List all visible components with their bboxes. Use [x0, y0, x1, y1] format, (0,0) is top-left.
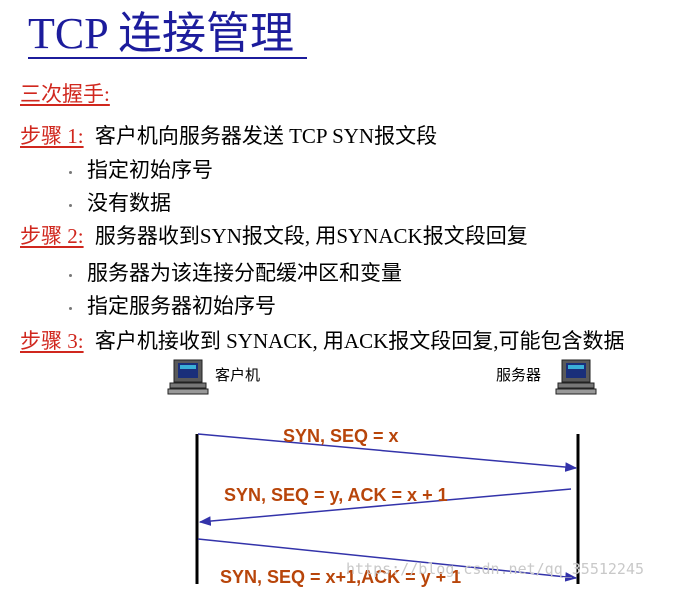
step-1-text: 客户机向服务器发送 TCP SYN报文段	[94, 124, 438, 148]
message-label-2: SYN, SEQ = y, ACK = x + 1	[224, 485, 448, 505]
step-2-bullet-1: 服务器为该连接分配缓冲区和变量	[87, 261, 402, 285]
message-label-1: SYN, SEQ = x	[283, 426, 399, 446]
watermark: https://blog.csdn.net/qq_35512245	[346, 560, 645, 578]
client-label: 客户机	[215, 367, 261, 384]
step-3-text: 客户机接收到 SYNACK, 用ACK报文段回复,可能包含数据	[94, 329, 625, 353]
server-label: 服务器	[496, 367, 542, 384]
page-title: TCP 连接管理	[28, 9, 295, 58]
message-arrow-2	[198, 488, 572, 526]
message-arrow-3	[197, 538, 578, 582]
step-1: 步骤 1: 客户机向服务器发送 TCP SYN报文段	[20, 122, 437, 150]
step-2: 步骤 2: 服务器收到SYN报文段, 用SYNACK报文段回复	[20, 222, 528, 250]
title-underline	[28, 57, 307, 59]
message-label-3: SYN, SEQ = x+1,ACK = y + 1	[220, 567, 462, 587]
bullet-dot	[69, 307, 72, 310]
bullet-dot	[69, 274, 72, 277]
computer-icon	[167, 359, 209, 395]
handshake-label: 三次握手:	[20, 82, 110, 106]
step-2-text: 服务器收到SYN报文段, 用SYNACK报文段回复	[94, 224, 528, 248]
step-3-label: 步骤 3:	[20, 329, 84, 353]
step-1-label: 步骤 1:	[20, 124, 84, 148]
bullet-dot	[69, 204, 72, 207]
message-arrow-1	[197, 433, 578, 472]
step-3: 步骤 3: 客户机接收到 SYNACK, 用ACK报文段回复,可能包含数据	[20, 327, 625, 355]
bullet-dot	[69, 171, 72, 174]
step-1-bullet-2: 没有数据	[87, 191, 171, 215]
step-1-bullet-1: 指定初始序号	[87, 158, 213, 182]
step-2-label: 步骤 2:	[20, 224, 84, 248]
step-2-bullet-2: 指定服务器初始序号	[87, 294, 276, 318]
computer-icon	[555, 359, 597, 395]
